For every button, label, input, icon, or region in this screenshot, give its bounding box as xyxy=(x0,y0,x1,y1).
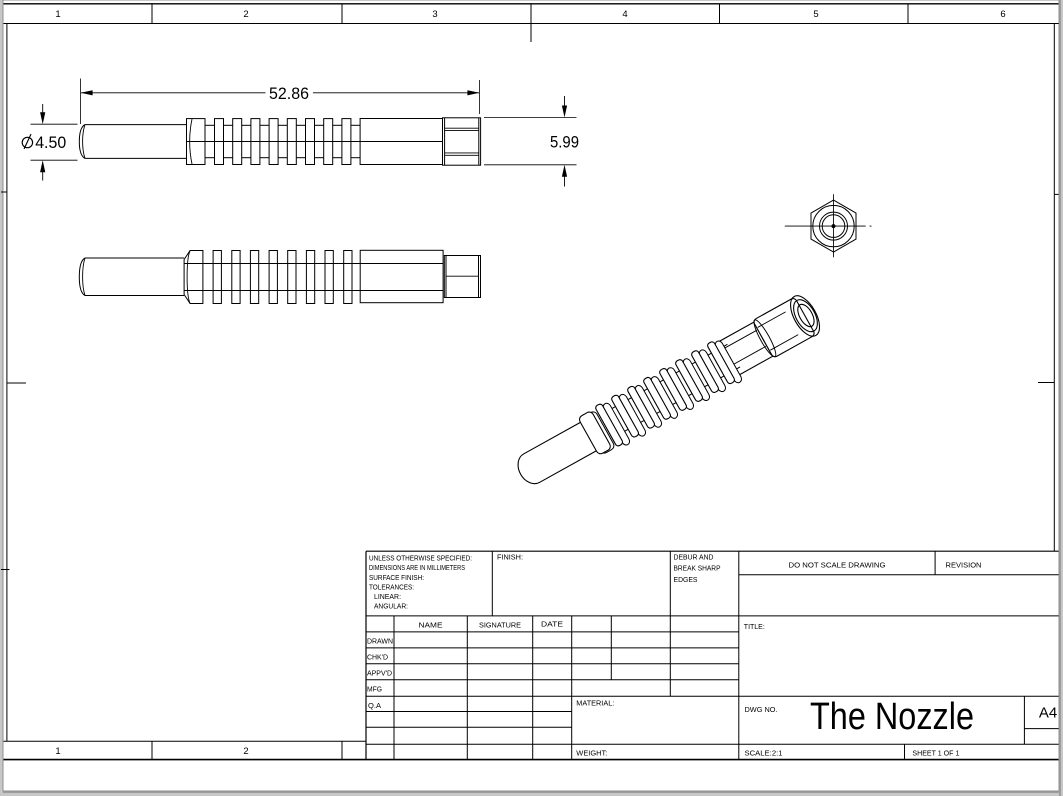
svg-text:4.50: 4.50 xyxy=(35,134,66,152)
svg-text:2: 2 xyxy=(243,746,248,757)
svg-text:DIMENSIONS ARE IN MILLIMETERS: DIMENSIONS ARE IN MILLIMETERS xyxy=(369,563,465,572)
svg-text:DEBUR AND: DEBUR AND xyxy=(674,553,714,562)
svg-text:4: 4 xyxy=(622,9,627,20)
svg-text:MFG: MFG xyxy=(367,684,382,693)
svg-text:CHK'D: CHK'D xyxy=(367,653,388,662)
svg-text:5.99: 5.99 xyxy=(550,133,579,151)
svg-text:2: 2 xyxy=(243,9,248,20)
svg-text:SURFACE FINISH:: SURFACE FINISH: xyxy=(369,573,424,582)
svg-text:52.86: 52.86 xyxy=(269,85,309,103)
svg-text:TITLE:: TITLE: xyxy=(744,622,765,631)
svg-text:1: 1 xyxy=(55,9,60,20)
svg-text:1: 1 xyxy=(55,746,60,757)
svg-text:EDGES: EDGES xyxy=(674,575,698,584)
svg-text:ANGULAR:: ANGULAR: xyxy=(374,602,408,611)
svg-text:FINISH:: FINISH: xyxy=(497,553,523,562)
svg-text:REVISION: REVISION xyxy=(946,561,982,570)
svg-text:SCALE:2:1: SCALE:2:1 xyxy=(745,749,783,758)
svg-text:APPV'D: APPV'D xyxy=(367,668,392,677)
svg-text:WEIGHT:: WEIGHT: xyxy=(576,749,607,758)
svg-text:DO NOT SCALE DRAWING: DO NOT SCALE DRAWING xyxy=(789,561,886,570)
svg-text:Q.A: Q.A xyxy=(368,701,381,710)
svg-text:MATERIAL:: MATERIAL: xyxy=(576,699,614,708)
svg-text:LINEAR:: LINEAR: xyxy=(374,592,401,601)
svg-text:DRAWN: DRAWN xyxy=(367,637,393,646)
svg-text:SHEET 1 OF 1: SHEET 1 OF 1 xyxy=(912,749,959,758)
svg-text:UNLESS OTHERWISE SPECIFIED:: UNLESS OTHERWISE SPECIFIED: xyxy=(369,554,472,563)
svg-text:A4: A4 xyxy=(1039,705,1057,722)
svg-text:BREAK SHARP: BREAK SHARP xyxy=(674,564,721,573)
svg-text:NAME: NAME xyxy=(419,621,443,630)
svg-text:6: 6 xyxy=(1000,9,1005,20)
svg-text:DATE: DATE xyxy=(541,620,563,629)
svg-text:5: 5 xyxy=(813,9,818,20)
svg-text:TOLERANCES:: TOLERANCES: xyxy=(369,583,414,592)
svg-text:3: 3 xyxy=(432,9,437,20)
svg-text:The Nozzle: The Nozzle xyxy=(810,696,974,738)
svg-text:DWG NO.: DWG NO. xyxy=(745,705,778,714)
svg-text:SIGNATURE: SIGNATURE xyxy=(479,621,521,630)
